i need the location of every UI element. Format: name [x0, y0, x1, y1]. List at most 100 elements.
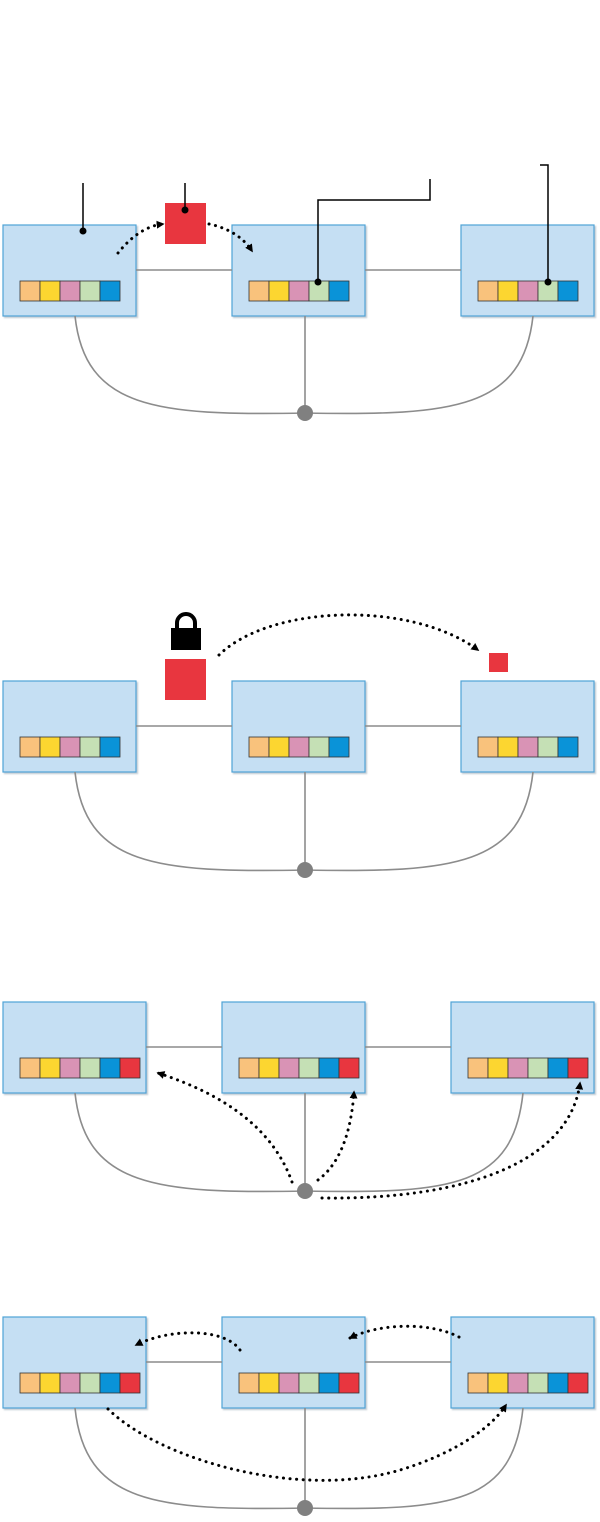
- propagate-arrow: [106, 1403, 508, 1482]
- node-box: [221, 1001, 366, 1094]
- node-box: [231, 224, 366, 317]
- ledger-block: [537, 736, 559, 758]
- ledger-block: [517, 736, 539, 758]
- hub-node: [297, 862, 313, 878]
- ledger-block: [268, 280, 290, 302]
- node-a: [2, 680, 137, 773]
- ledger-block: [79, 1372, 101, 1394]
- ledger-block: [487, 1372, 509, 1394]
- ledger-blocks: [467, 1372, 589, 1394]
- ledger-block: [467, 1372, 489, 1394]
- node-box: [460, 680, 595, 773]
- ledger-block: [318, 1057, 340, 1079]
- ledger-block: [59, 1372, 81, 1394]
- ledger-block: [328, 736, 350, 758]
- node-a: [2, 1316, 147, 1409]
- ledger-block: [248, 280, 270, 302]
- ledger-block: [258, 1057, 280, 1079]
- hub-link: [74, 1092, 306, 1193]
- node-b: [231, 224, 366, 317]
- padlock-body: [171, 628, 201, 650]
- ledger-block: [39, 280, 61, 302]
- sync-arrow: [316, 1090, 358, 1182]
- ledger-block: [39, 1372, 61, 1394]
- ledger-block: [338, 1372, 360, 1394]
- ledger-block: [238, 1057, 260, 1079]
- node-box: [2, 1001, 147, 1094]
- sync-arrow: [156, 1071, 294, 1184]
- ledger-block: [19, 736, 41, 758]
- ledger-block: [278, 1057, 300, 1079]
- ledger-block: [507, 1057, 529, 1079]
- hub-node: [297, 1183, 313, 1199]
- ledger-blocks: [19, 1372, 141, 1394]
- ledger-block: [99, 280, 121, 302]
- ledger-block: [119, 1372, 141, 1394]
- ledger-block: [328, 280, 350, 302]
- hub-link: [304, 315, 534, 415]
- ledger-block: [59, 280, 81, 302]
- ledger-block: [497, 280, 519, 302]
- ledger-block: [338, 1057, 360, 1079]
- hub-node: [297, 405, 313, 421]
- propagate-arrow: [348, 1324, 461, 1340]
- ledger-block: [79, 736, 101, 758]
- ledger-block: [19, 1057, 41, 1079]
- ledger-block: [99, 736, 121, 758]
- hub-node: [297, 1500, 313, 1516]
- ledger-block: [527, 1057, 549, 1079]
- callout-dot: [314, 278, 322, 286]
- node-box: [231, 680, 366, 773]
- hub-link: [74, 315, 306, 415]
- ledger-blocks: [19, 736, 121, 758]
- ledger-block: [268, 736, 290, 758]
- propagate-arrow: [134, 1331, 242, 1352]
- ledger-block: [507, 1372, 529, 1394]
- ledger-block: [547, 1372, 569, 1394]
- ledger-block: [59, 1057, 81, 1079]
- ledger-block: [79, 1057, 101, 1079]
- node-c: [450, 1316, 595, 1409]
- node-a: [2, 1001, 147, 1094]
- hub-link: [304, 1092, 524, 1193]
- hub-link: [74, 771, 306, 872]
- ledger-block: [308, 736, 330, 758]
- node-c: [460, 224, 595, 317]
- ledger-block: [59, 736, 81, 758]
- ledger-block: [39, 736, 61, 758]
- hub-link: [74, 1407, 306, 1510]
- panel-2: [2, 612, 595, 878]
- ledger-block: [487, 1057, 509, 1079]
- node-box: [221, 1316, 366, 1409]
- ledger-block: [467, 1057, 489, 1079]
- ledger-block: [517, 280, 539, 302]
- callout-line: [540, 164, 549, 282]
- padlock-shackle: [175, 612, 197, 629]
- ledger-block: [318, 1372, 340, 1394]
- locked-block: [165, 659, 206, 700]
- ledger-block: [19, 1372, 41, 1394]
- ledger-blocks: [238, 1372, 360, 1394]
- ledger-block: [567, 1057, 589, 1079]
- panel-1: [2, 164, 595, 421]
- ledger-block: [298, 1372, 320, 1394]
- node-box: [2, 1316, 147, 1409]
- callout-dot: [181, 206, 189, 214]
- padlock-icon: [171, 612, 201, 650]
- ledger-block: [258, 1372, 280, 1394]
- ledger-block: [119, 1057, 141, 1079]
- ledger-block: [39, 1057, 61, 1079]
- hub-link: [304, 771, 534, 872]
- ledger-blocks: [467, 1057, 589, 1079]
- ledger-block: [99, 1057, 121, 1079]
- broadcast-arrow: [207, 222, 254, 253]
- node-box: [460, 224, 595, 317]
- node-b: [221, 1316, 366, 1409]
- ledger-blocks: [19, 280, 121, 302]
- node-c: [460, 680, 595, 773]
- ledger-block: [567, 1372, 589, 1394]
- ledger-block: [238, 1372, 260, 1394]
- ledger-block: [99, 1372, 121, 1394]
- ledger-blocks: [238, 1057, 360, 1079]
